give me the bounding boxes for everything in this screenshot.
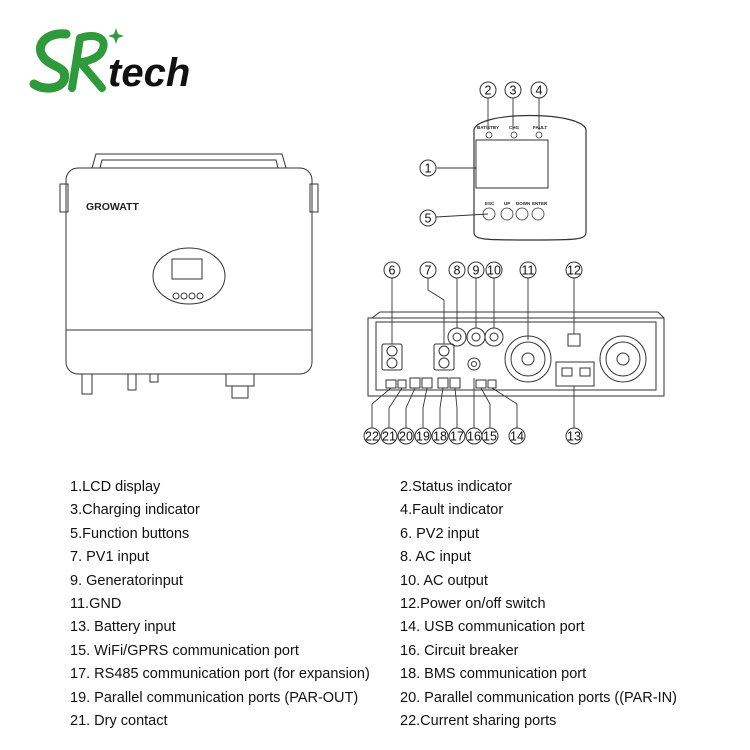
svg-text:3: 3 [510, 84, 517, 98]
legend-item: 7. PV1 input [70, 549, 149, 566]
label-chg: CHG [509, 125, 519, 130]
legend-item: 2.Status indicator [400, 479, 513, 495]
callout-8: 8 [448, 261, 466, 279]
legend-item: 6. PV2 input [400, 525, 479, 542]
callout-18: 18 [431, 427, 449, 445]
legend-left-column: 1.LCD display 3.Charging indicator 5.Fun… [70, 476, 410, 733]
svg-text:20: 20 [399, 430, 413, 444]
callout-17: 17 [448, 427, 466, 445]
callout-leaders [371, 98, 575, 428]
svg-text:4: 4 [536, 84, 543, 98]
callout-5: 5 [419, 209, 437, 227]
svg-text:5: 5 [425, 212, 432, 226]
svg-text:7: 7 [425, 264, 432, 278]
enter-button [531, 207, 545, 221]
fault-led [535, 131, 543, 139]
callout-15: 15 [481, 427, 499, 445]
label-up: UP [504, 201, 510, 206]
logo-r-stroke [68, 32, 108, 92]
down-button [515, 207, 529, 221]
svg-text:22: 22 [365, 430, 379, 444]
callout-2: 2 [479, 81, 497, 99]
callout-19: 19 [414, 427, 432, 445]
callout-20: 20 [397, 427, 415, 445]
legend-item: 11.GND [70, 596, 122, 613]
svg-text:2: 2 [485, 84, 492, 98]
legend-item: 18. BMS communication port [400, 666, 587, 683]
legend-item: 14. USB communication port [400, 619, 585, 636]
srtech-logo: tech [29, 28, 190, 95]
logo-tech-text: tech [108, 51, 190, 95]
callout-22: 22 [363, 427, 381, 445]
label-down: DOWN [516, 201, 530, 206]
svg-text:16: 16 [467, 430, 481, 444]
legend-item: 5.Function buttons [70, 525, 190, 542]
svg-text:10: 10 [487, 264, 501, 278]
legend-item: 10. AC output [400, 572, 488, 589]
legend-right-column: 2.Status indicator 4.Fault indicator 6. … [400, 476, 740, 733]
legend-item: 8. AC input [400, 549, 471, 566]
svg-text:1: 1 [425, 162, 432, 176]
legend-item: 13. Battery input [70, 619, 176, 636]
callout-10: 10 [485, 261, 503, 279]
svg-text:19: 19 [416, 430, 430, 444]
label-fault: FAULT [533, 125, 547, 130]
callout-21: 21 [380, 427, 398, 445]
legend-item: 22.Current sharing ports [400, 713, 557, 730]
svg-text:8: 8 [454, 264, 461, 278]
svg-text:12: 12 [567, 264, 581, 278]
legend-item: 15. WiFi/GPRS communication port [70, 642, 299, 659]
sparkle-icon [108, 28, 124, 44]
status-led [485, 131, 493, 139]
product-brand-label: GROWATT [86, 201, 139, 213]
inverter-front-view [59, 153, 319, 399]
svg-text:6: 6 [389, 264, 396, 278]
label-esc: ESC [485, 201, 495, 206]
svg-text:14: 14 [510, 430, 524, 444]
svg-text:13: 13 [567, 430, 581, 444]
inverter-diagram: GROWATT BAT/STBY CHG FAULT ESC UP DOWN E… [59, 81, 665, 445]
callout-14: 14 [508, 427, 526, 445]
callout-11: 11 [519, 261, 537, 279]
callout-13: 13 [565, 427, 583, 445]
label-enter: ENTER [532, 201, 548, 206]
logo-s-stroke [29, 29, 71, 93]
legend-item: 16. Circuit breaker [400, 642, 519, 659]
legend-item: 1.LCD display [70, 479, 161, 495]
callout-9: 9 [467, 261, 485, 279]
svg-text:21: 21 [382, 430, 396, 444]
inverter-bottom-view [367, 311, 665, 397]
lcd-screen [475, 139, 549, 189]
svg-text:11: 11 [522, 264, 535, 278]
legend-item: 19. Parallel communication ports (PAR-OU… [70, 689, 359, 706]
callout-16: 16 [465, 427, 483, 445]
callout-12: 12 [565, 261, 583, 279]
up-button [500, 207, 514, 221]
svg-text:9: 9 [473, 264, 480, 278]
legend-item: 4.Fault indicator [400, 502, 504, 519]
control-panel-zoom [473, 114, 587, 241]
legend-item: 20. Parallel communication ports ((PAR-I… [400, 689, 677, 706]
legend-item: 12.Power on/off switch [400, 596, 546, 613]
legend-item: 3.Charging indicator [70, 502, 200, 519]
svg-text:18: 18 [433, 430, 447, 444]
legend-item: 21. Dry contact [70, 713, 168, 730]
legend-item: 17. RS485 communication port (for expans… [70, 666, 370, 683]
charging-led [510, 131, 518, 139]
callout-markers: 1 2 3 4 5 6 7 8 [363, 81, 583, 445]
callout-7: 7 [419, 261, 437, 279]
callout-6: 6 [383, 261, 401, 279]
legend-item: 9. Generatorinput [70, 572, 183, 589]
callout-4: 4 [530, 81, 548, 99]
svg-text:15: 15 [483, 430, 497, 444]
svg-text:17: 17 [450, 430, 464, 444]
callout-1: 1 [419, 159, 437, 177]
callout-3: 3 [504, 81, 522, 99]
